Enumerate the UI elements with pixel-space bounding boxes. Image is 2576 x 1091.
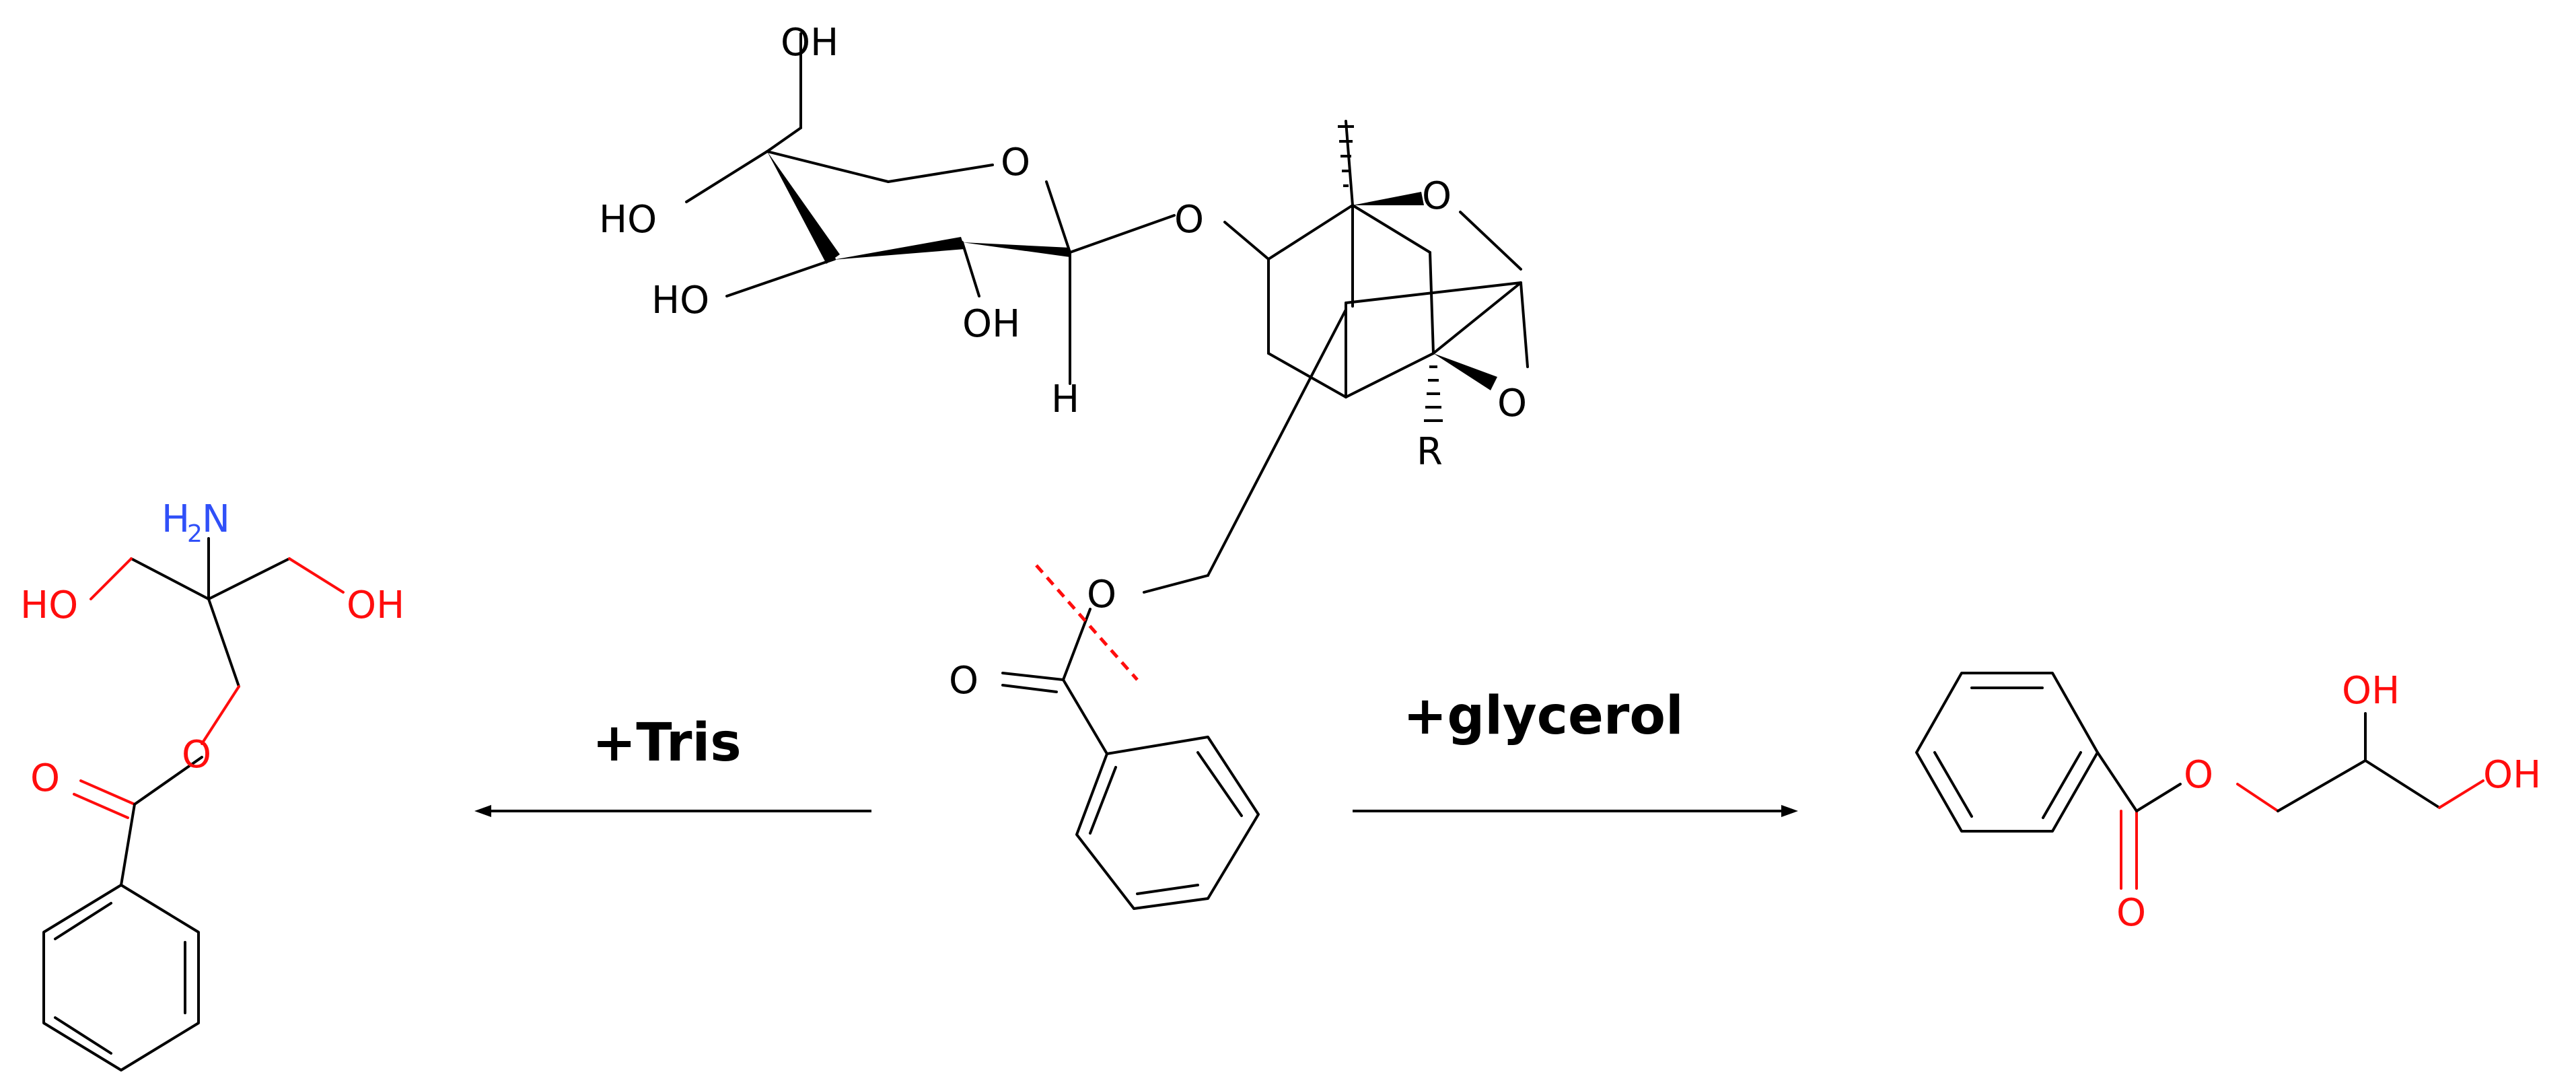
wedge-bond [1433, 353, 1497, 390]
glucose-ring [685, 32, 1176, 385]
reagent-tris: +Tris [592, 713, 742, 773]
label-oh-mid: OH [962, 302, 1020, 346]
wedge-bond [833, 237, 965, 260]
label-oh-tris: OH [347, 584, 404, 627]
hashed-bond-r [1424, 365, 1443, 422]
label-oh-gly-primary: OH [2483, 753, 2541, 797]
label-nh2-n: N [202, 497, 230, 541]
label-h: H [1051, 378, 1079, 421]
glyceryl-benzoate-product: O O OH OH [1915, 669, 2541, 935]
label-ester-o: O [1087, 573, 1116, 617]
label-ho-tris: HO [20, 584, 78, 627]
central-molecule: OH O HO HO OH H O O O R O O [599, 21, 1529, 910]
pinane-cage [1143, 120, 1529, 594]
reagent-glycerol: +glycerol [1403, 686, 1684, 746]
label-ring-o: O [1001, 141, 1030, 184]
label-cage-o1: O [1422, 174, 1452, 218]
label-oh-gly-secondary: OH [2342, 669, 2400, 713]
label-cage-o2: O [1497, 382, 1527, 425]
benzoate-ester [1001, 564, 1260, 910]
reaction-arrow-left [474, 805, 871, 817]
label-oh-top: OH [781, 21, 838, 65]
label-carbonyl-o-tris: O [30, 756, 60, 800]
hashed-bond-methyl [1338, 125, 1354, 187]
label-ho-left1: HO [599, 198, 657, 242]
label-nh2-h: H [162, 497, 190, 541]
label-r: R [1417, 430, 1443, 474]
label-carbonyl-o: O [949, 659, 978, 703]
label-glycoside-o: O [1174, 198, 1204, 242]
wedge-bond [767, 151, 840, 264]
reaction-arrow-right [1353, 805, 1798, 817]
tris-benzoate-product: H 2 N HO OH O O [20, 497, 404, 1071]
wedge-bond [1353, 192, 1424, 205]
cleavage-line [1035, 564, 1139, 681]
label-ester-o-tris: O [182, 733, 211, 777]
label-ho-left2: HO [651, 279, 709, 322]
label-nh2-sub: 2 [187, 520, 203, 548]
wedge-bond [962, 242, 1070, 257]
label-carbonyl-o-gly: O [2116, 891, 2146, 935]
label-ester-o-gly: O [2184, 753, 2213, 797]
